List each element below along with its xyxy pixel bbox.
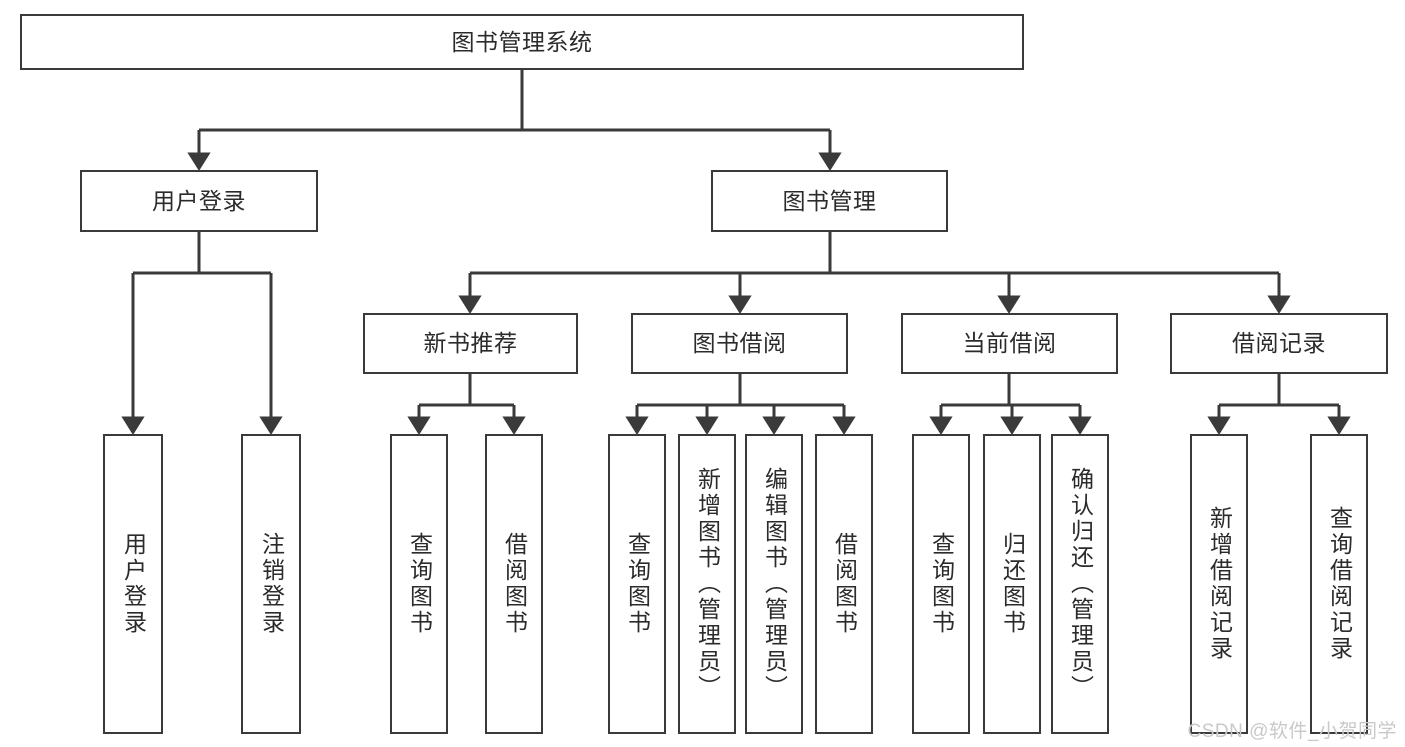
node-root-system-label: 图书管理系统 [451,28,593,55]
csdn-watermark: CSDN @软件_小贺同学 [1187,721,1397,742]
node-leaf-query-book-3[interactable]: 查询图书 [912,434,970,734]
node-leaf-query-book-2[interactable]: 查询图书 [608,434,666,734]
node-leaf-add-book-admin[interactable]: 新增图书（管理员） [678,434,736,734]
node-leaf-query-book-2-label: 查询图书 [624,532,651,636]
node-leaf-return-book-label: 归还图书 [999,532,1026,636]
node-leaf-logout-login-label: 注销登录 [258,532,285,636]
node-leaf-return-book[interactable]: 归还图书 [983,434,1041,734]
node-book-borrow[interactable]: 图书借阅 [631,313,848,374]
node-new-book-recommend-label: 新书推荐 [423,330,518,357]
node-leaf-borrow-book-1[interactable]: 借阅图书 [485,434,543,734]
node-leaf-edit-book-admin[interactable]: 编辑图书（管理员） [745,434,803,734]
node-user-login[interactable]: 用户登录 [80,170,318,232]
node-leaf-logout-login[interactable]: 注销登录 [241,434,301,734]
node-leaf-user-login-label: 用户登录 [120,532,147,636]
node-book-management-label: 图书管理 [782,187,877,214]
node-leaf-user-login[interactable]: 用户登录 [103,434,163,734]
node-current-borrow-label: 当前借阅 [962,330,1057,357]
node-leaf-borrow-book-1-label: 借阅图书 [501,532,528,636]
node-leaf-borrow-book-2[interactable]: 借阅图书 [815,434,873,734]
node-leaf-borrow-book-2-label: 借阅图书 [831,532,858,636]
node-leaf-add-borrow-record-label: 新增借阅记录 [1206,506,1233,662]
node-leaf-query-book-1[interactable]: 查询图书 [390,434,448,734]
node-book-borrow-label: 图书借阅 [692,330,787,357]
node-root-system[interactable]: 图书管理系统 [20,14,1024,70]
node-current-borrow[interactable]: 当前借阅 [901,313,1118,374]
node-book-management[interactable]: 图书管理 [711,170,948,232]
node-leaf-query-book-1-label: 查询图书 [406,532,433,636]
node-leaf-query-book-3-label: 查询图书 [928,532,955,636]
node-leaf-add-book-admin-label: 新增图书（管理员） [694,467,721,701]
node-borrow-record[interactable]: 借阅记录 [1170,313,1388,374]
node-leaf-query-borrow-record-label: 查询借阅记录 [1326,506,1353,662]
node-leaf-confirm-return-admin-label: 确认归还（管理员） [1067,467,1094,701]
node-leaf-add-borrow-record[interactable]: 新增借阅记录 [1190,434,1248,734]
node-leaf-query-borrow-record[interactable]: 查询借阅记录 [1310,434,1368,734]
node-new-book-recommend[interactable]: 新书推荐 [363,313,578,374]
node-user-login-label: 用户登录 [152,187,246,214]
node-borrow-record-label: 借阅记录 [1232,330,1326,357]
node-leaf-edit-book-admin-label: 编辑图书（管理员） [761,467,788,701]
node-leaf-confirm-return-admin[interactable]: 确认归还（管理员） [1051,434,1109,734]
